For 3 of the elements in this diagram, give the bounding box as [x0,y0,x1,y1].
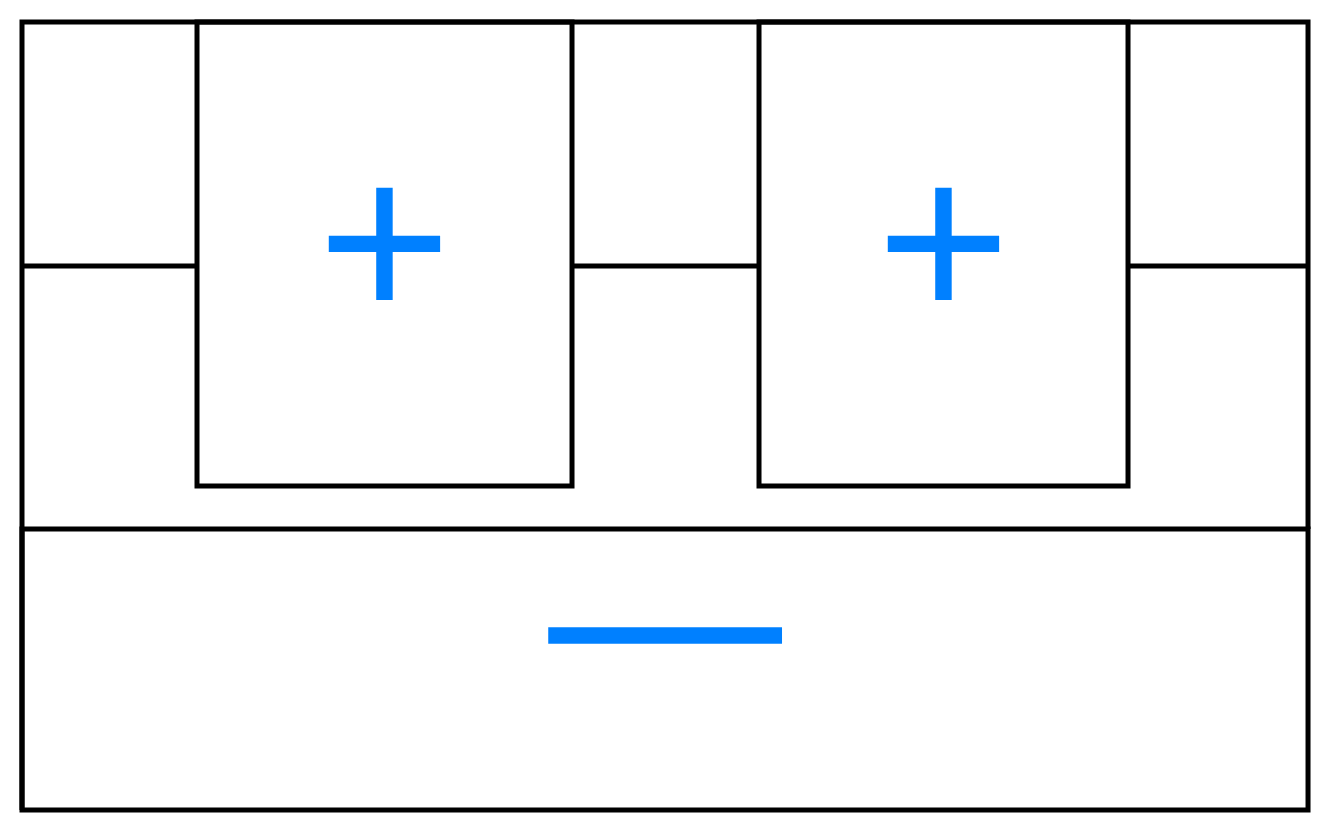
plus-sign-box: + [756,19,1131,489]
plus-sign-box: + [194,19,575,489]
minus-sign-band: − [19,526,1311,813]
